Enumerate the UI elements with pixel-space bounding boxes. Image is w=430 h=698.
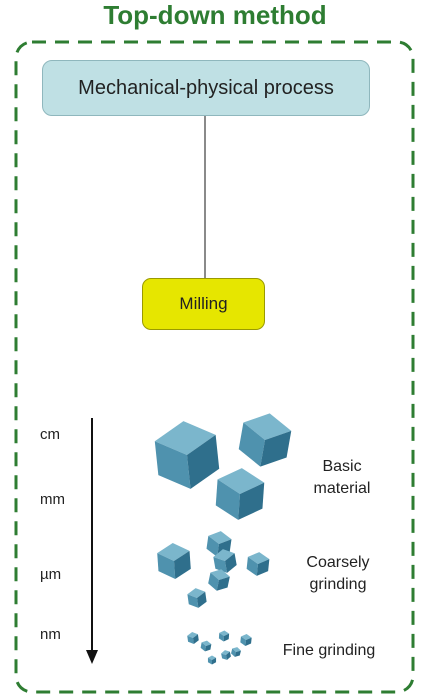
diagram-title: Top-down method: [103, 0, 327, 30]
milling-box: Milling: [142, 278, 265, 330]
stage-label-coarsely-grinding: Coarsely grinding: [306, 554, 370, 593]
scale-label-nm: nm: [40, 626, 61, 643]
scale-label-cm: cm: [40, 426, 60, 443]
mechanical-physical-process-box: Mechanical-physical process: [42, 60, 370, 116]
stage-label-basic-material: Basic material: [313, 458, 371, 497]
connector-line: [204, 116, 206, 278]
stage-label-fine-grinding: Fine grinding: [282, 642, 376, 659]
scale-label-mm: mm: [40, 491, 65, 508]
scale-label-um: µm: [40, 566, 62, 583]
